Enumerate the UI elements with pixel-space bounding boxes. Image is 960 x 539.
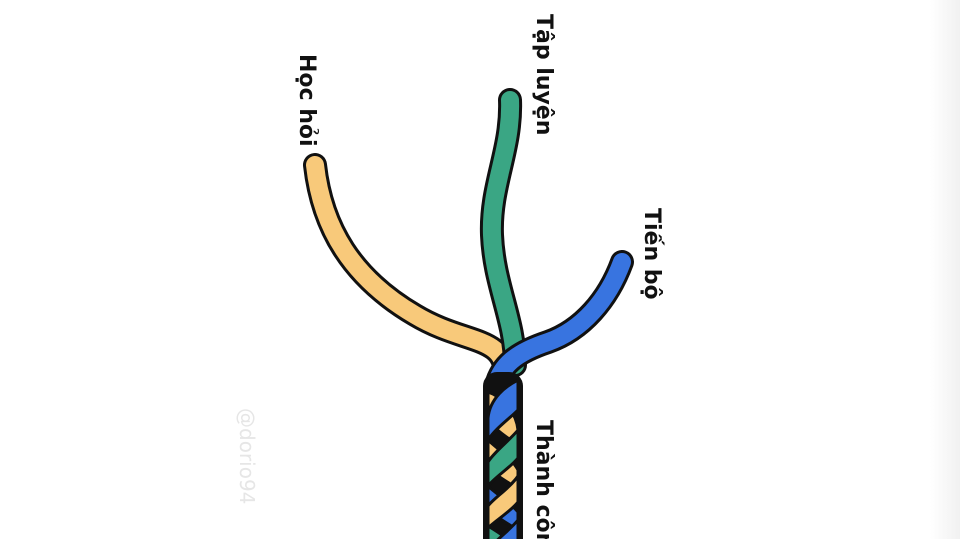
watermark: @dorio94 [235, 408, 259, 504]
strand-hoc-hoi [303, 153, 517, 387]
label-hoc-hoi: Học hỏi [294, 54, 319, 147]
strand-tien-bo [483, 250, 634, 404]
braided-rope [483, 372, 523, 539]
label-tien-bo: Tiến bộ [639, 208, 664, 300]
label-tap-luyen: Tập luyện [531, 14, 556, 135]
strand-tap-luyen [479, 88, 527, 377]
label-thanh-cong: Thành công [531, 420, 556, 539]
